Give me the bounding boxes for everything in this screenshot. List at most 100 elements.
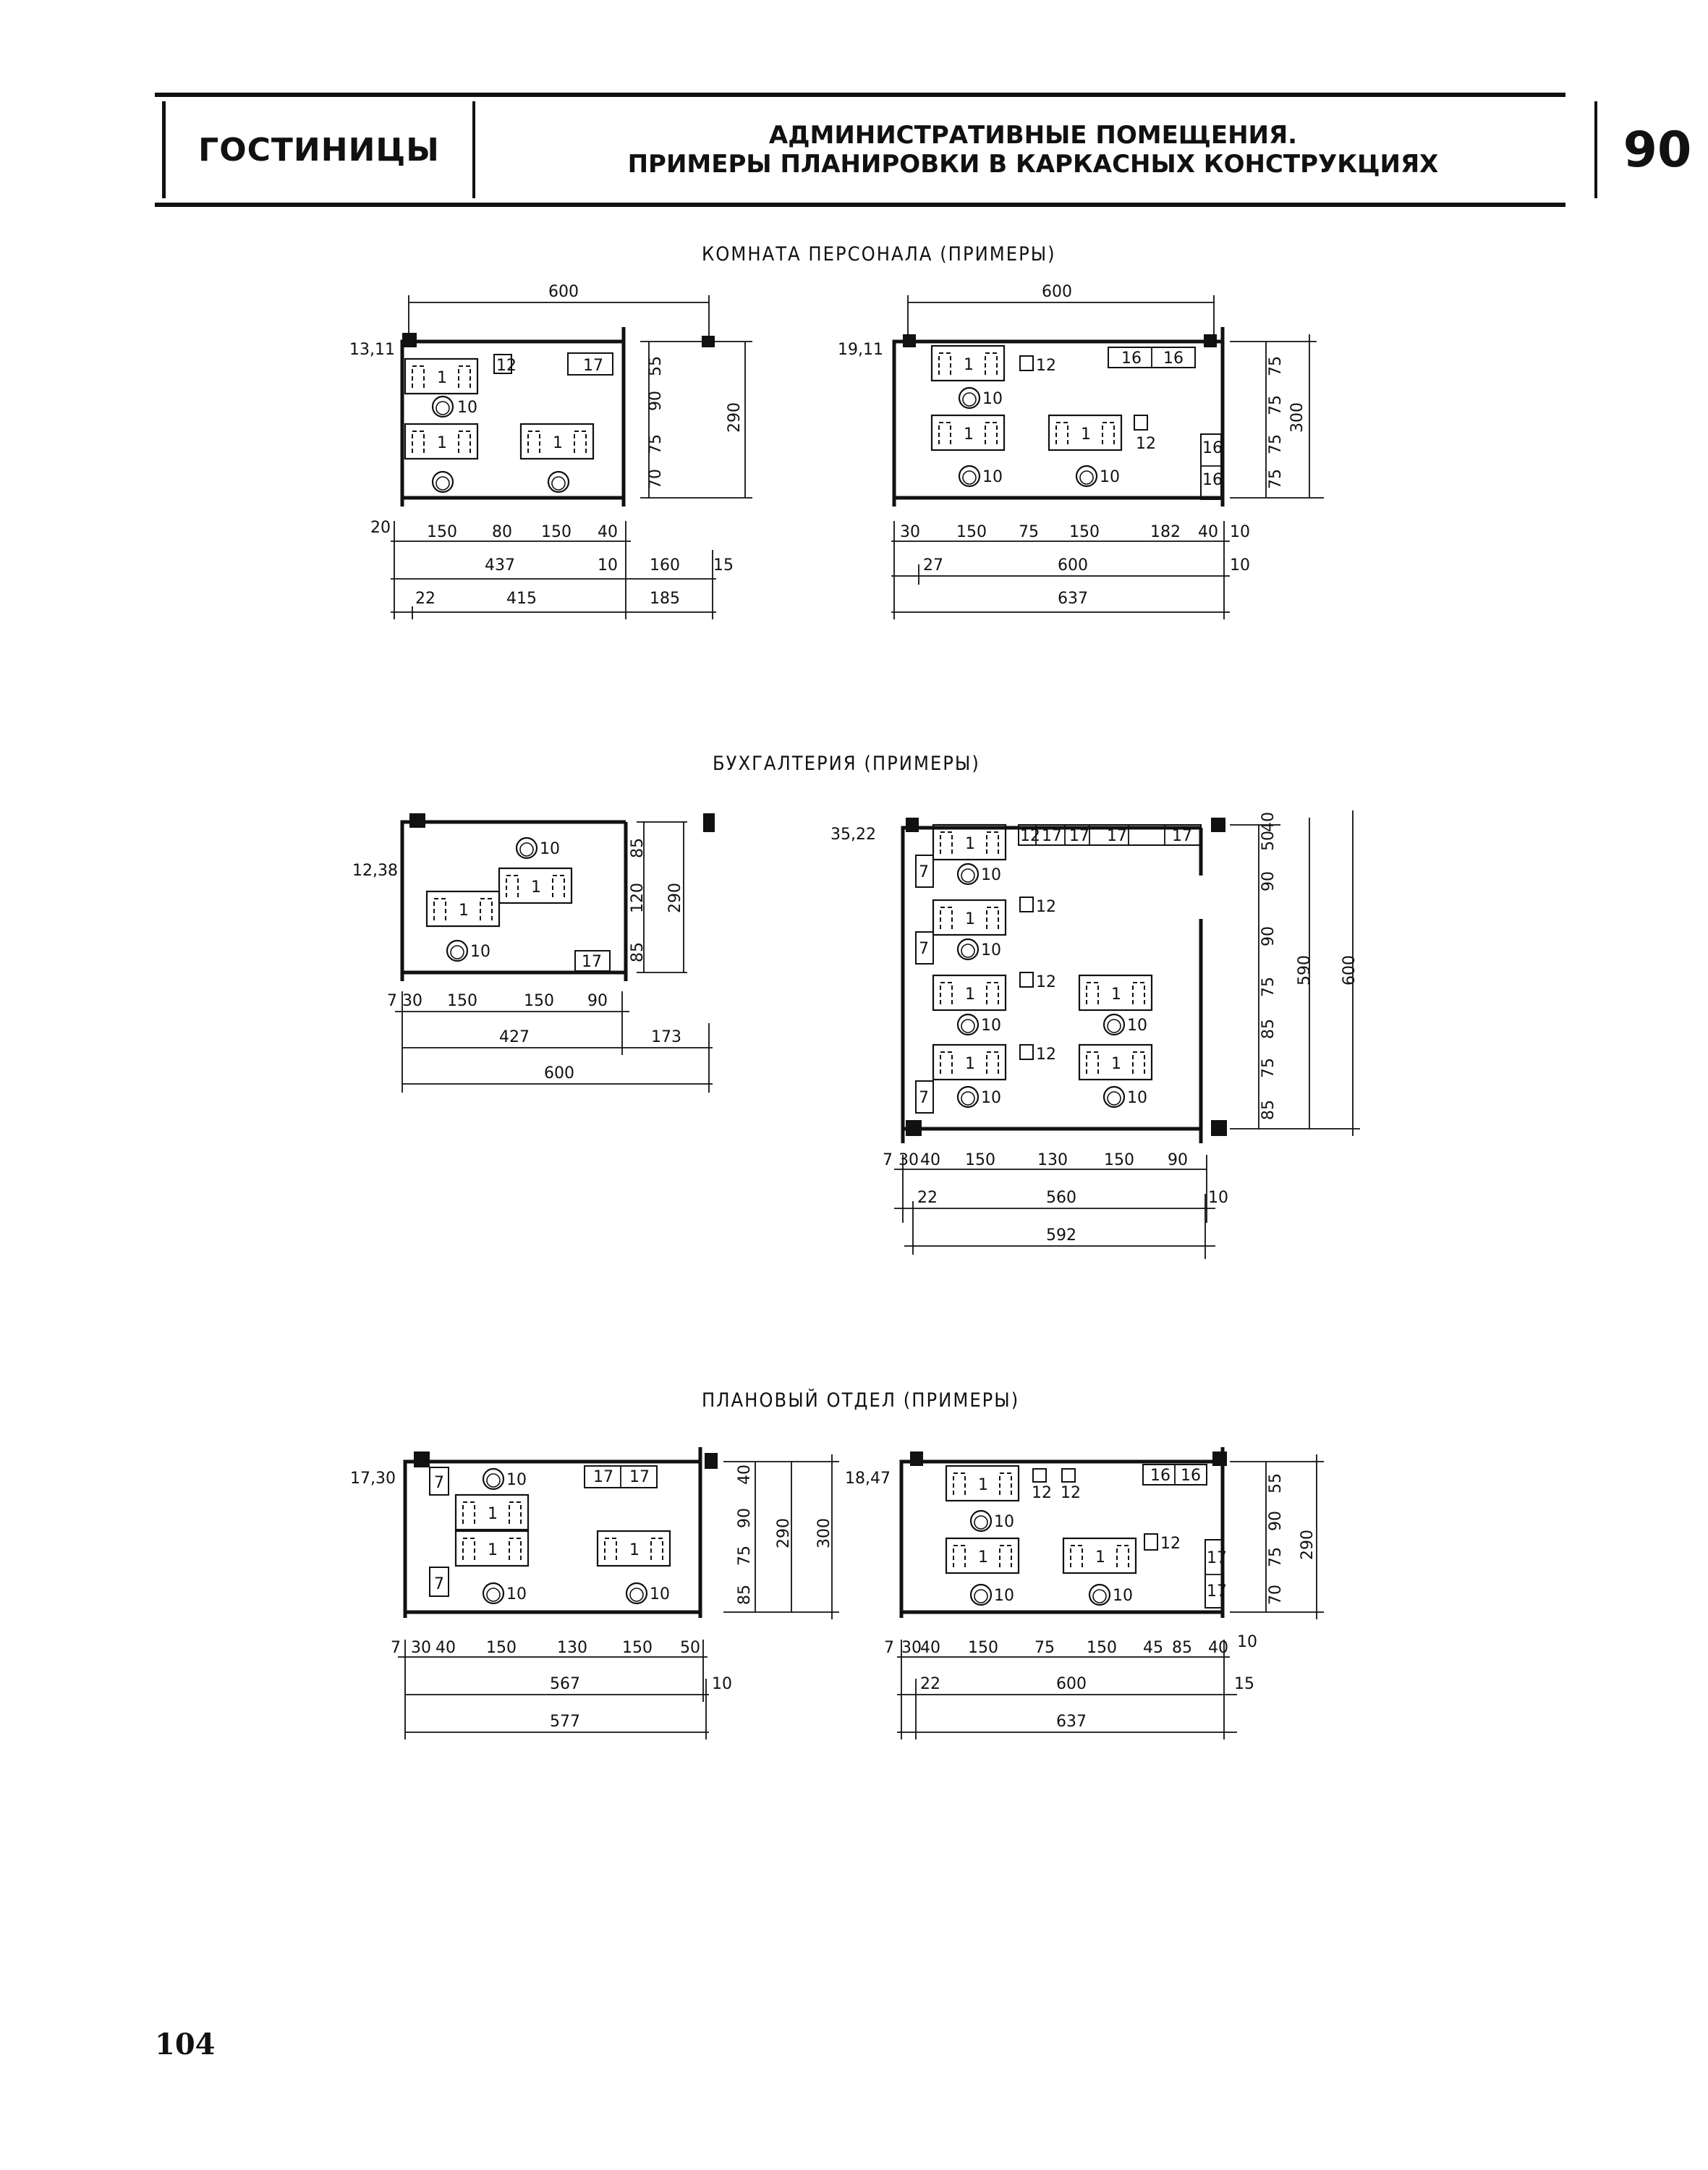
dim: 150 <box>1069 523 1100 541</box>
dim: 90 <box>587 992 608 1010</box>
area-label: 17,30 <box>350 1470 396 1488</box>
sheet-number: 90 <box>1597 101 1708 198</box>
dim: 85 <box>1259 1019 1278 1039</box>
svg-text:10: 10 <box>981 1089 1001 1107</box>
dim: 75 <box>1259 1058 1278 1078</box>
dim: 427 <box>499 1028 530 1046</box>
dim: 75 <box>1019 523 1039 541</box>
svg-text:12: 12 <box>496 357 517 375</box>
dim: 75 <box>1259 977 1278 997</box>
dim: 150 <box>1087 1639 1117 1657</box>
dim-total: 290 <box>726 402 744 433</box>
svg-text:17: 17 <box>1107 827 1127 845</box>
sheet-title-line2: ПРИМЕРЫ ПЛАНИРОВКИ В КАРКАСНЫХ КОНСТРУКЦ… <box>627 150 1439 179</box>
dim: 70 <box>647 469 665 489</box>
dim: 75 <box>1267 356 1285 376</box>
dim: 90 <box>1259 926 1278 946</box>
svg-text:12: 12 <box>1036 1046 1056 1064</box>
dim: 150 <box>524 992 554 1010</box>
svg-text:10: 10 <box>994 1587 1014 1605</box>
dim: 85 <box>629 942 647 962</box>
svg-text:17: 17 <box>593 1468 613 1486</box>
dim: 30 <box>901 1639 922 1657</box>
section-title-accounting: БУХГАЛТЕРИЯ (ПРИМЕРЫ) <box>713 753 980 775</box>
svg-text:17: 17 <box>1069 827 1089 845</box>
dim: 30 <box>898 1151 919 1169</box>
svg-text:16: 16 <box>1163 349 1184 368</box>
svg-text:10: 10 <box>470 943 490 961</box>
svg-text:17: 17 <box>1207 1582 1227 1601</box>
dim: 75 <box>1267 395 1285 415</box>
svg-text:17: 17 <box>1042 827 1062 845</box>
dim: 90 <box>1168 1151 1188 1169</box>
area-label: 35,22 <box>830 826 876 844</box>
dim: 70 <box>1267 1585 1285 1605</box>
dim: 40 <box>1198 523 1218 541</box>
svg-text:12: 12 <box>1036 973 1056 991</box>
dim: 600 <box>1058 556 1088 575</box>
dim: 150 <box>965 1151 995 1169</box>
svg-text:10: 10 <box>540 840 560 858</box>
dim: 10 <box>1230 523 1250 541</box>
dim: 10 <box>1230 556 1250 575</box>
plan-staff-room-a: 13,11 600 12 17 10 55 90 75 70 290 20 15… <box>349 283 752 619</box>
dim: 50 <box>1259 831 1278 851</box>
dim: 40 <box>1259 812 1278 832</box>
svg-text:10: 10 <box>1127 1089 1147 1107</box>
area-label: 12,38 <box>352 862 398 880</box>
svg-text:7: 7 <box>434 1575 444 1593</box>
dim: 40 <box>1208 1639 1228 1657</box>
dim: 40 <box>920 1151 940 1169</box>
svg-text:10: 10 <box>1113 1587 1133 1605</box>
section-title-planning-dept: ПЛАНОВЫЙ ОТДЕЛ (ПРИМЕРЫ) <box>702 1389 1020 1412</box>
svg-text:12: 12 <box>1136 435 1156 453</box>
dim: 22 <box>415 590 436 608</box>
dim: 90 <box>736 1508 754 1528</box>
svg-text:12: 12 <box>1036 357 1056 375</box>
svg-text:10: 10 <box>982 390 1003 408</box>
svg-text:12: 12 <box>1020 827 1040 845</box>
dim: 75 <box>1034 1639 1055 1657</box>
dim: 40 <box>920 1639 940 1657</box>
dim: 27 <box>923 556 943 575</box>
dim: 120 <box>629 883 647 913</box>
svg-text:7: 7 <box>919 863 929 881</box>
dim: 75 <box>736 1546 754 1566</box>
top-dimension: 600 <box>548 283 579 301</box>
dim: 150 <box>541 523 572 541</box>
dim: 85 <box>736 1585 754 1605</box>
dim: 80 <box>492 523 512 541</box>
dim: 185 <box>650 590 680 608</box>
dim: 567 <box>550 1675 580 1693</box>
svg-text:12: 12 <box>1160 1535 1181 1553</box>
dim: 40 <box>598 523 618 541</box>
dim: 150 <box>427 523 457 541</box>
dim-total: 290 <box>1299 1530 1317 1560</box>
top-dimension: 600 <box>1042 283 1072 301</box>
dim: 437 <box>485 556 515 575</box>
dim: 577 <box>550 1713 580 1731</box>
dim: 45 <box>1143 1639 1163 1657</box>
area-label: 13,11 <box>349 341 395 359</box>
svg-text:10: 10 <box>1100 468 1120 486</box>
dim: 182 <box>1150 523 1181 541</box>
svg-text:7: 7 <box>919 1089 929 1107</box>
dim: 90 <box>647 391 665 411</box>
svg-text:10: 10 <box>994 1513 1014 1531</box>
svg-text:16: 16 <box>1202 471 1223 489</box>
dim: 20 <box>370 519 391 537</box>
svg-text:12: 12 <box>1061 1484 1081 1502</box>
dim: 15 <box>1234 1675 1254 1693</box>
dim: 10 <box>1208 1189 1228 1207</box>
dim: 150 <box>968 1639 998 1657</box>
dim: 7 <box>883 1151 893 1169</box>
svg-text:10: 10 <box>981 866 1001 884</box>
dim: 85 <box>1259 1100 1278 1120</box>
dim: 10 <box>712 1675 732 1693</box>
dim: 150 <box>1104 1151 1134 1169</box>
dim: 75 <box>1267 469 1285 489</box>
svg-text:12: 12 <box>1036 898 1056 916</box>
svg-text:17: 17 <box>582 953 602 971</box>
dim: 150 <box>447 992 477 1010</box>
